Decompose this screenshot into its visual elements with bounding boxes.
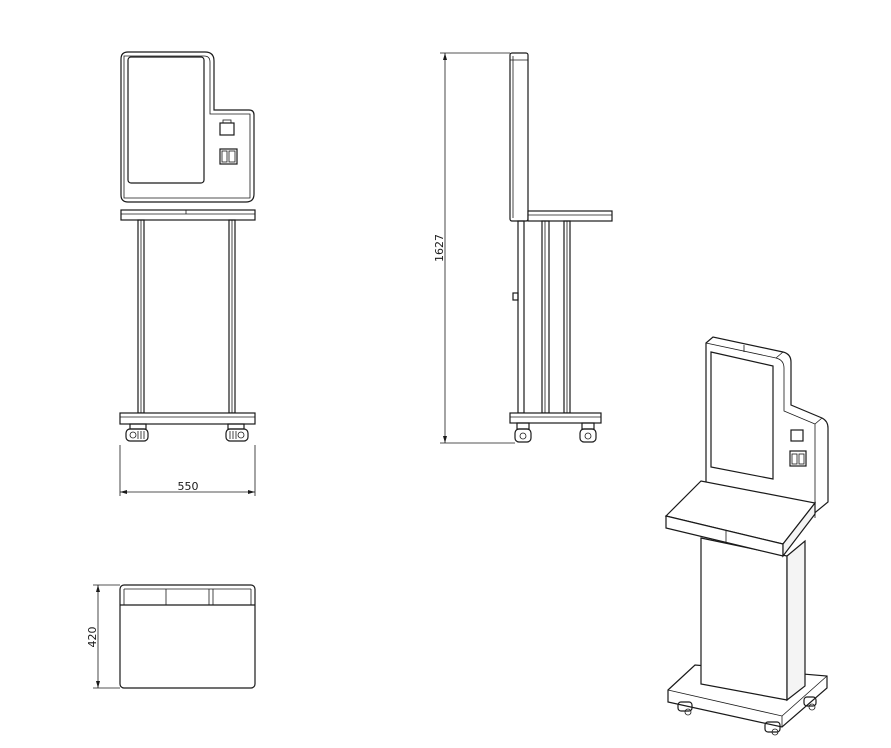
isometric-view [664, 336, 829, 736]
side-base [509, 412, 602, 424]
front-caster-right [225, 423, 249, 442]
side-view: 1627 [433, 52, 613, 444]
dimension-depth: 420 [86, 584, 120, 689]
dimension-depth-label: 420 [86, 627, 99, 648]
iso-column-side [786, 539, 806, 702]
iso-column-front [700, 537, 788, 701]
dimension-height-label: 1627 [433, 234, 446, 262]
front-view: 550 [119, 51, 256, 496]
side-column-left [541, 220, 550, 414]
dimension-width-label: 550 [178, 480, 199, 493]
side-desk [527, 210, 613, 222]
iso-card-reader-icon [789, 450, 807, 467]
side-lock-icon [512, 292, 519, 301]
top-view: 420 [86, 584, 256, 689]
front-desk [120, 209, 256, 221]
front-base [119, 412, 256, 425]
front-screen [127, 56, 205, 184]
iso-screen [710, 351, 774, 480]
iso-scanner-icon [790, 429, 804, 442]
card-reader-icon [219, 148, 238, 165]
top-outline [119, 584, 256, 689]
side-caster-left [514, 422, 532, 443]
dimension-width: 550 [119, 445, 256, 496]
side-caster-right [579, 422, 597, 443]
front-caster-left [125, 423, 149, 442]
dimension-height: 1627 [433, 52, 515, 444]
iso-casters [677, 696, 817, 736]
